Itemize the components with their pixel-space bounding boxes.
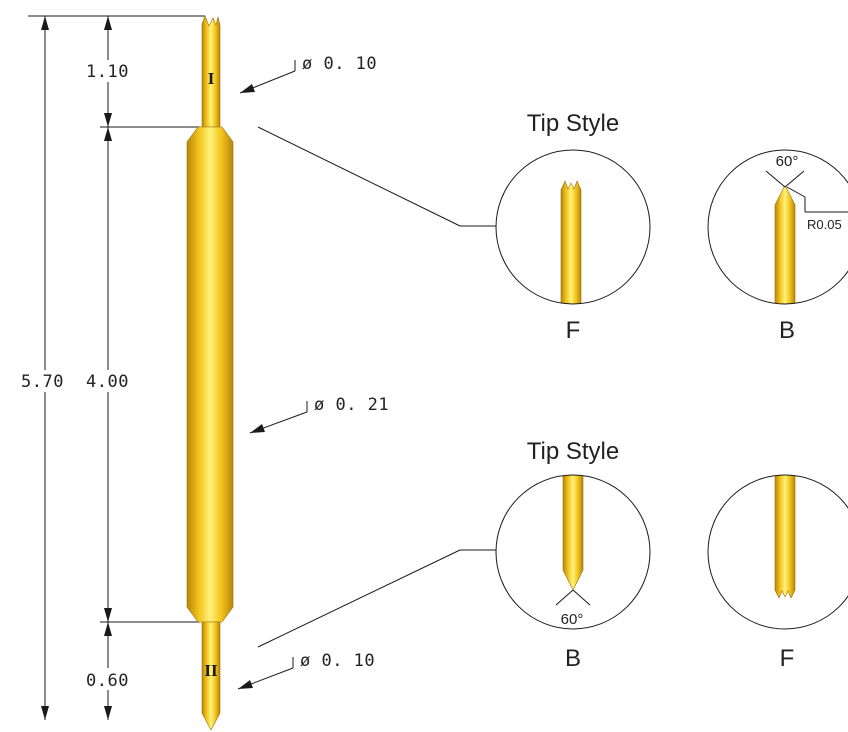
section-i-label: I [208,69,215,88]
body-length-label: 4.00 [86,372,129,392]
body-diameter-label: ø 0. 21 [314,395,389,415]
diameter-callouts [237,60,308,690]
top-diameter-label: ø 0. 10 [302,54,377,74]
tip-style-top-left-letter: F [566,317,581,344]
tip-style-bottom-left-letter: B [565,645,581,672]
overall-length-label: 5.70 [21,372,64,392]
top-plunger [201,15,221,128]
tip-style-bottom-title: Tip Style [527,438,619,465]
tip-detail-top-b [707,149,848,305]
bottom-diameter-label: ø 0. 10 [300,651,375,671]
tip-style-top-right-letter: B [779,317,795,344]
tip-style-bottom-right-letter: F [780,645,795,672]
tip-detail-top-f [495,149,651,305]
probe-pin [186,15,234,731]
tip-detail-bottom-f [707,474,848,630]
tip-detail-bottom-b [495,474,651,630]
tip-bottom-angle-label: 60° [561,611,584,628]
bottom-detail-leader [257,549,461,648]
top-detail-leader [257,126,461,227]
top-plunger-length-label: 1.10 [86,62,129,82]
bottom-plunger [201,621,221,731]
tip-top-angle-label: 60° [776,153,799,170]
tip-style-top-title: Tip Style [527,110,619,137]
section-ii-label: II [204,661,218,680]
bottom-plunger-length-label: 0.60 [86,671,129,691]
dimension-lines [28,15,205,720]
barrel [186,126,234,623]
tip-top-radius-label: R0.05 [807,217,842,232]
